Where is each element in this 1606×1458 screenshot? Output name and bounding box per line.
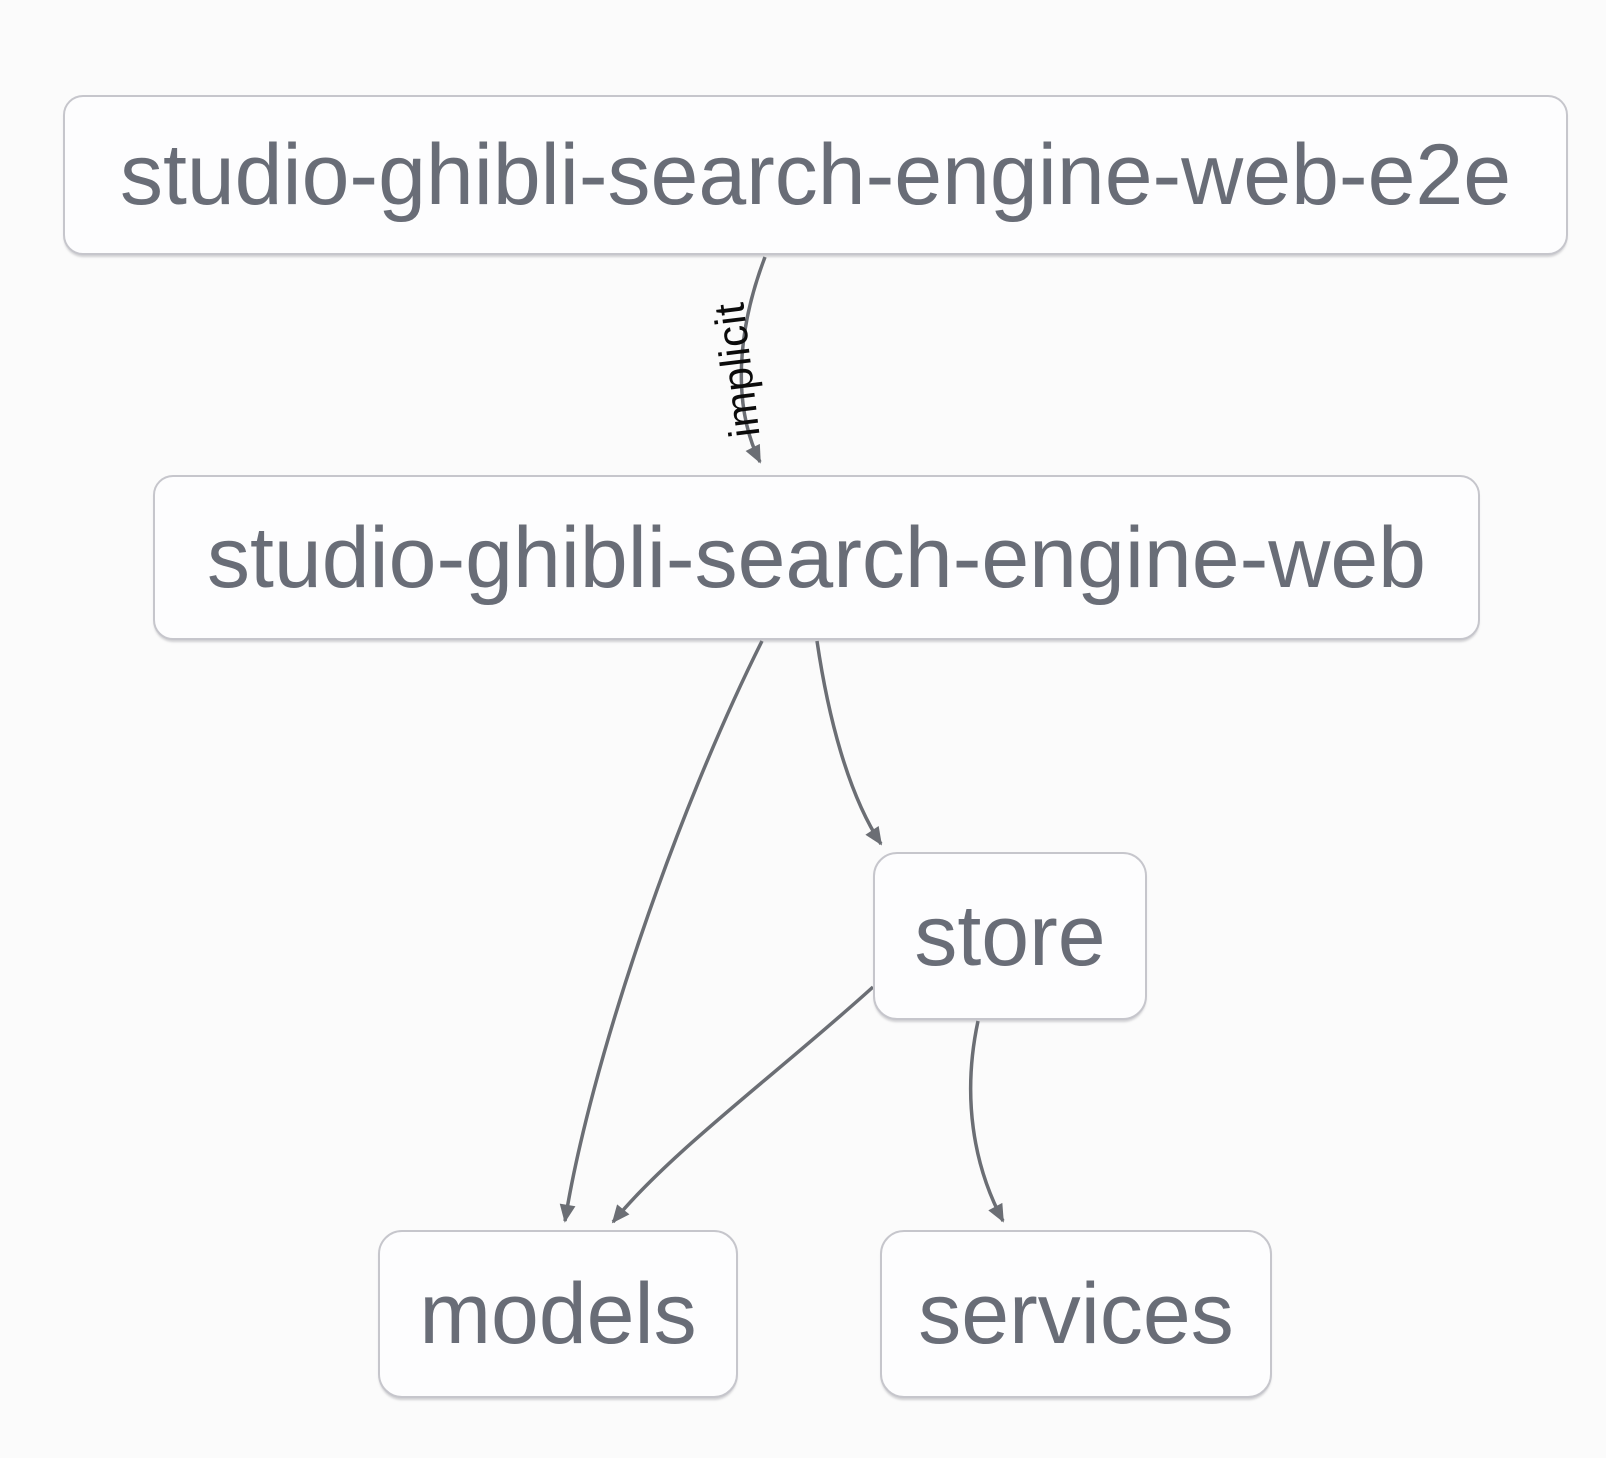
node-label: models (419, 1266, 697, 1362)
edge-e2e-to-web (739, 256, 767, 464)
node-studio-ghibli-search-engine-web-e2e[interactable]: studio-ghibli-search-engine-web-e2e (63, 95, 1568, 255)
edge-store-to-models (611, 985, 875, 1224)
node-services[interactable]: services (880, 1230, 1272, 1398)
edge-store-to-services (968, 1020, 1005, 1223)
node-store[interactable]: store (873, 852, 1147, 1020)
node-label: services (918, 1266, 1234, 1362)
edge-web-to-models (559, 640, 764, 1223)
node-studio-ghibli-search-engine-web[interactable]: studio-ghibli-search-engine-web (153, 475, 1480, 640)
node-label: store (914, 888, 1106, 984)
node-models[interactable]: models (378, 1230, 738, 1398)
node-label: studio-ghibli-search-engine-web-e2e (119, 127, 1512, 223)
node-label: studio-ghibli-search-engine-web (207, 509, 1426, 606)
edge-web-to-store (815, 640, 883, 846)
